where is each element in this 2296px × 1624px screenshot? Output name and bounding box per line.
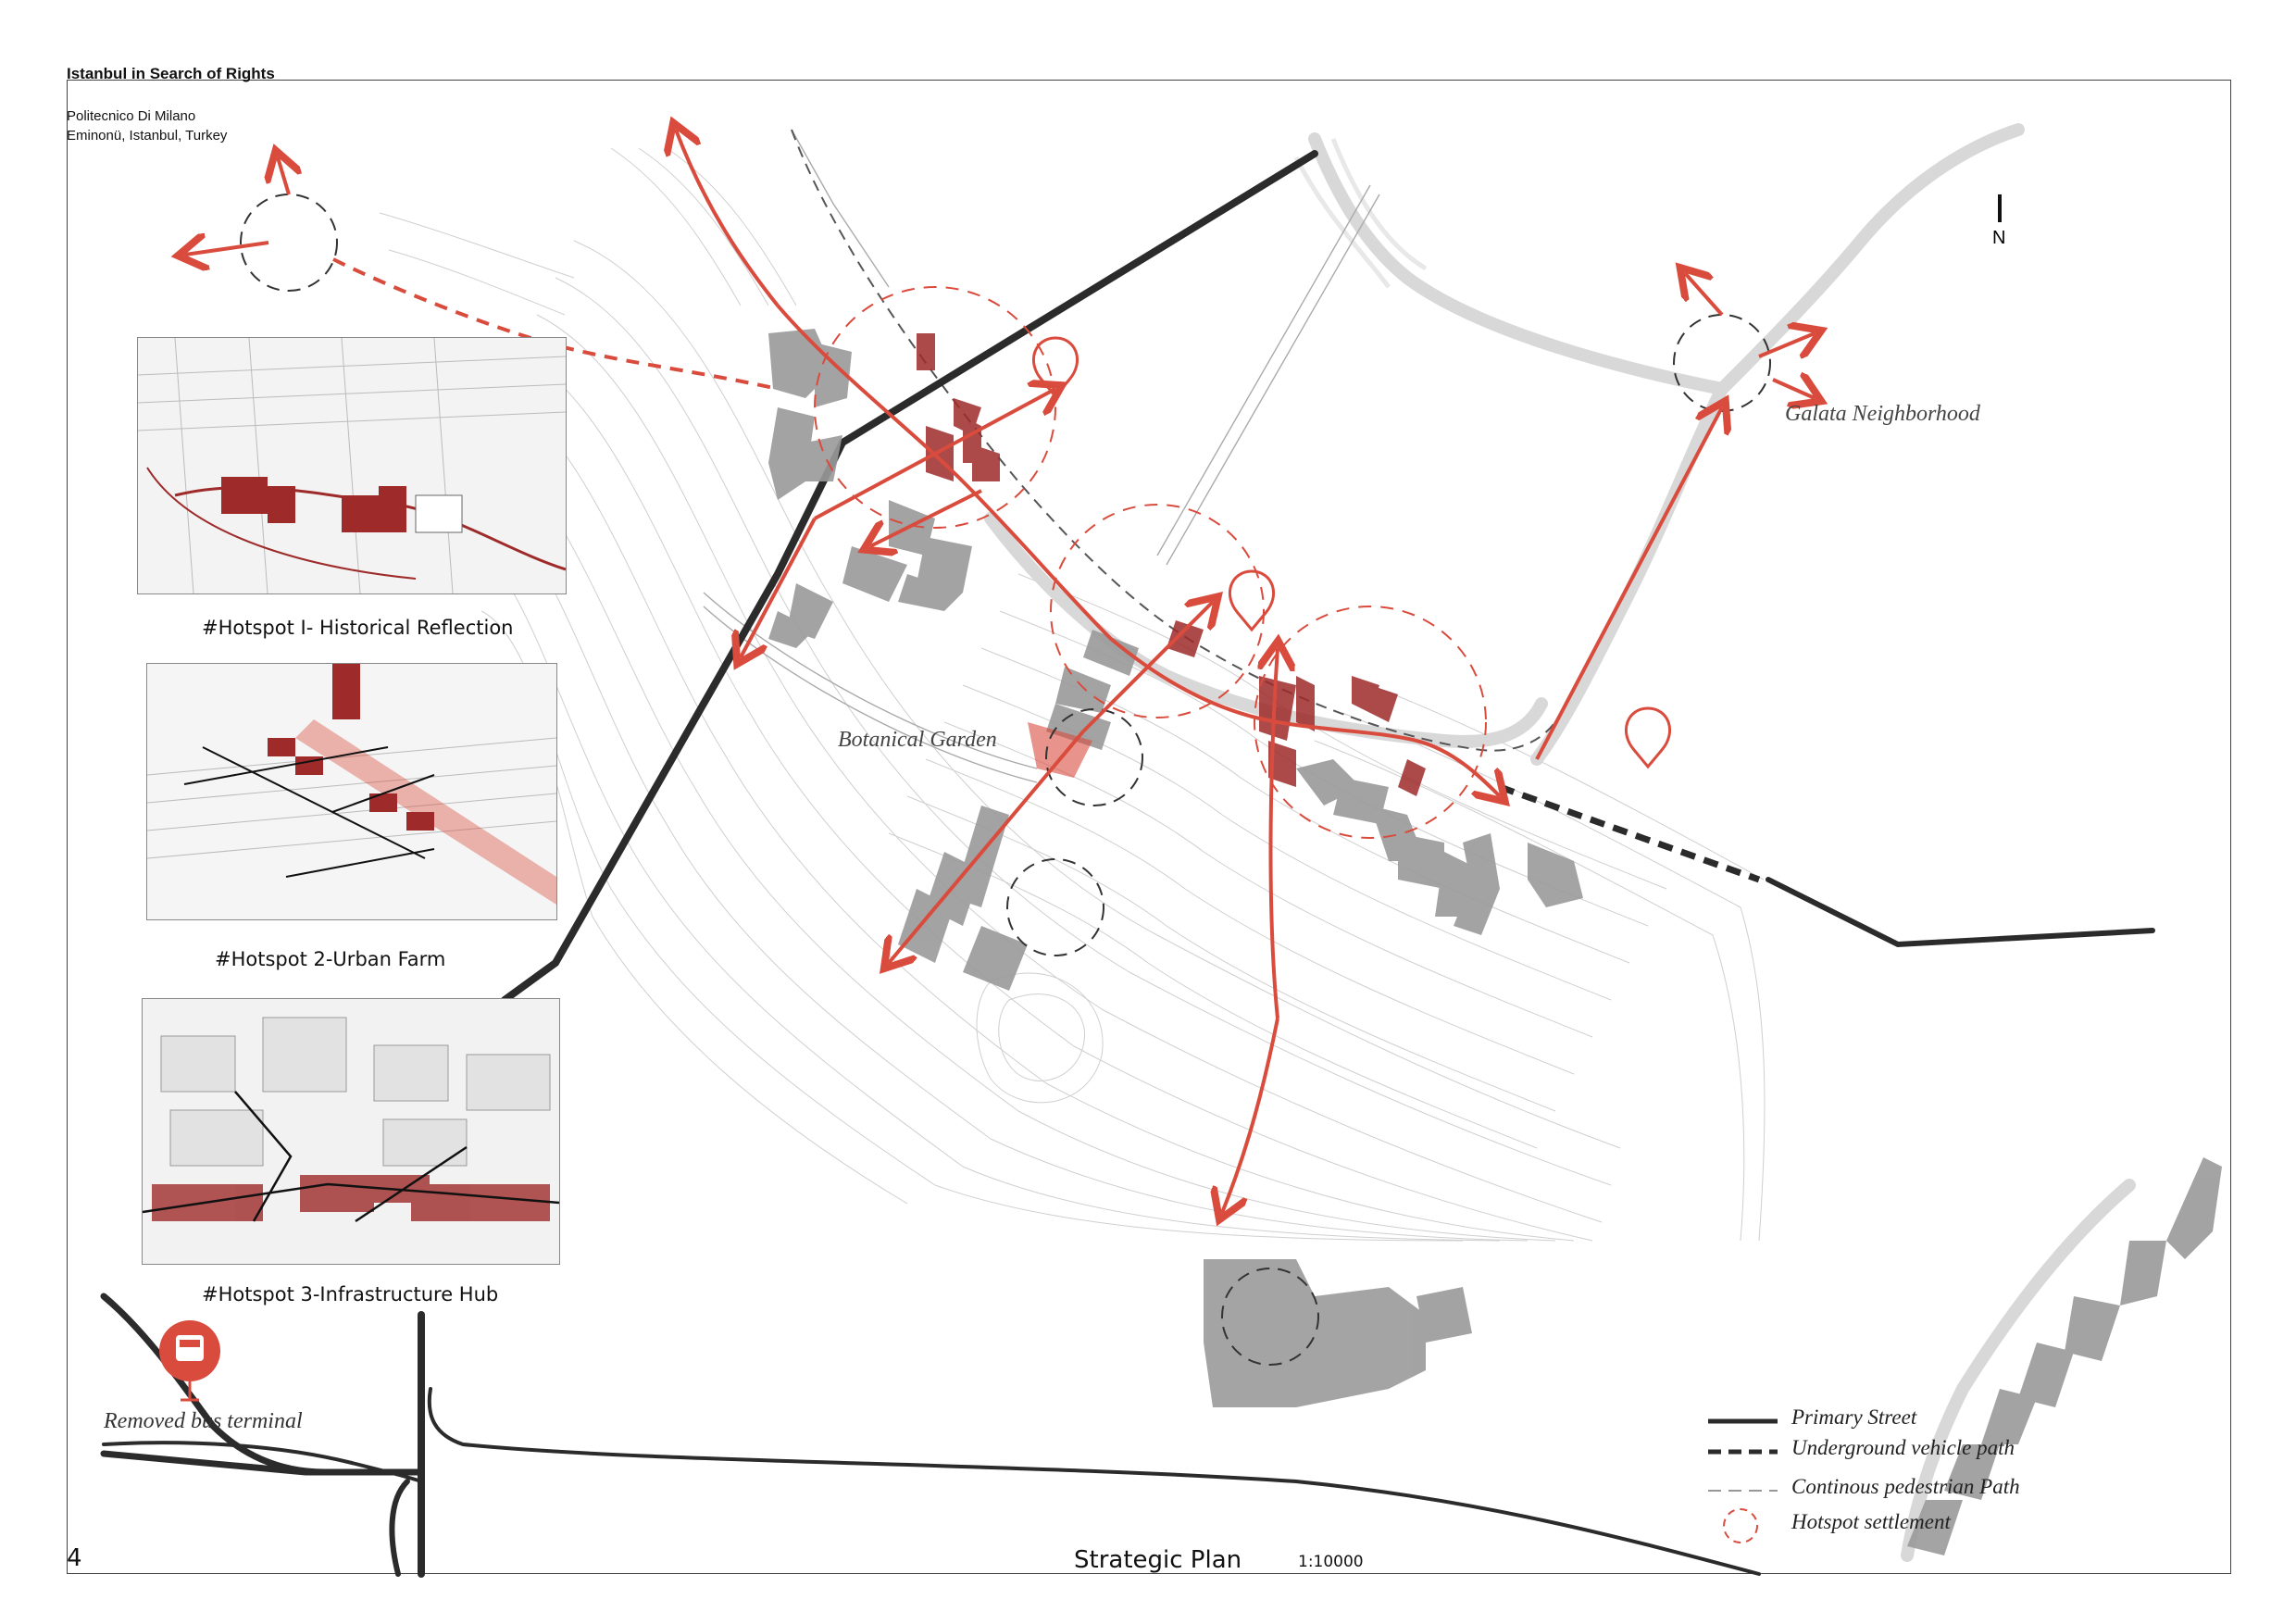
pin-markers	[1031, 336, 1672, 769]
plan-scale: 1:10000	[1298, 1553, 1364, 1571]
hotspot-1-caption: #Hotspot I- Historical Reflection	[202, 617, 514, 639]
hotspot-1-image	[137, 337, 567, 594]
bus-terminal-label: Removed bus terminal	[104, 1409, 303, 1433]
page-frame	[67, 80, 2231, 1574]
north-label: N	[1992, 228, 2006, 248]
legend-hotspot-settlement: Hotspot settlement	[1791, 1510, 1951, 1533]
hotspot-1-illustration	[138, 338, 566, 593]
legend-pedestrian-path: Continous pedestrian Path	[1791, 1475, 2020, 1498]
underground-vehicle-path	[1498, 783, 1761, 883]
page-number: 4	[67, 1544, 82, 1572]
red-flow-lines	[185, 130, 1815, 1213]
secondary-roads	[984, 123, 2136, 1562]
hotspot-2-caption: #Hotspot 2-Urban Farm	[215, 948, 446, 970]
project-title: Istanbul in Search of Rights	[67, 65, 275, 82]
hotspot-settlement-circles	[814, 286, 1487, 839]
hotspot-2-illustration	[147, 664, 556, 919]
hotspot-3-caption: #Hotspot 3-Infrastructure Hub	[202, 1283, 499, 1305]
galata-label: Galata Neighborhood	[1785, 402, 1980, 426]
bus-terminal-marker	[159, 1320, 220, 1402]
botanical-label: Botanical Garden	[838, 728, 997, 752]
legend-swatches	[1708, 1418, 1778, 1543]
hotspot-buildings	[917, 333, 1426, 796]
plan-title: Strategic Plan	[1074, 1546, 1242, 1574]
primary-streets	[100, 150, 2155, 1578]
legend-primary-street: Primary Street	[1791, 1405, 1917, 1429]
hotspot-3-image	[142, 998, 560, 1265]
legend-underground-path: Underground vehicle path	[1791, 1436, 2015, 1459]
location-label: Eminonü, Istanbul, Turkey	[67, 128, 228, 144]
hotspot-2-image	[146, 663, 557, 920]
school-name: Politecnico Di Milano	[67, 108, 196, 124]
gray-buildings	[768, 329, 2222, 1555]
hotspot-3-illustration	[143, 999, 559, 1264]
